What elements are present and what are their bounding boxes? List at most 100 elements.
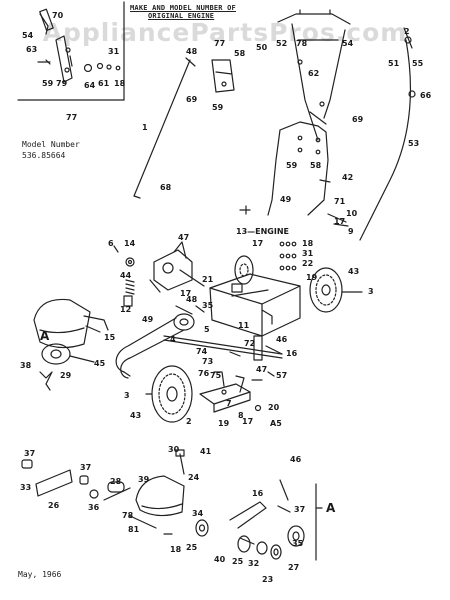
part-label: 37: [80, 463, 92, 472]
part-label: 30: [168, 445, 180, 454]
part-label: 16: [286, 349, 298, 358]
part-label: 68: [160, 183, 172, 192]
lower-detail-separator: [315, 483, 323, 561]
section-mark-a-upper: A: [40, 329, 50, 343]
part-label: 42: [342, 173, 354, 182]
part-label: 18: [302, 239, 314, 248]
part-label: 37: [24, 449, 36, 458]
part-label: 58: [234, 49, 246, 58]
section-mark-a5: A5: [270, 419, 282, 428]
part-label: 61: [98, 79, 110, 88]
part-label: 66: [420, 91, 432, 100]
part-label: 70: [52, 11, 64, 20]
part-label: 76: [198, 369, 210, 378]
part-label: 29: [60, 371, 72, 380]
part-label: 73: [202, 357, 214, 366]
part-label: 71: [334, 197, 346, 206]
part-label: 20: [268, 403, 280, 412]
part-label: 3: [124, 391, 130, 400]
part-label: 18: [170, 545, 182, 554]
part-label: 12: [120, 305, 132, 314]
return-spring: [39, 371, 53, 391]
part-label: 31: [108, 47, 120, 56]
part-label: 51: [388, 59, 400, 68]
part-label: 31: [302, 249, 314, 258]
part-label: 9: [348, 227, 354, 236]
rear-wheel-left: [234, 255, 254, 285]
drive-belt: [115, 317, 185, 379]
part-label: 49: [142, 315, 154, 324]
part-label: 4: [170, 335, 176, 344]
part-label: 41: [200, 447, 212, 456]
model-number-block: Model Number 536.85664: [22, 140, 80, 162]
engine-header-line2: ORIGINAL ENGINE: [148, 12, 215, 21]
part-label: 77: [214, 39, 226, 48]
part-label: 36: [88, 503, 100, 512]
part-label: 47: [256, 365, 268, 374]
part-label: 48: [186, 47, 198, 56]
blade-assembly-parts: [21, 459, 131, 501]
part-label: 64: [84, 81, 96, 90]
part-label: 78: [122, 511, 134, 520]
handle-lower: [267, 121, 331, 216]
part-label: 34: [192, 509, 204, 518]
part-label: 69: [352, 115, 364, 124]
blade-guard: [33, 298, 109, 365]
throttle-rod: [133, 57, 196, 199]
part-label: 40: [214, 555, 226, 564]
part-label: 33: [20, 483, 32, 492]
handle-upper: [277, 9, 351, 141]
part-label: 47: [178, 233, 190, 242]
part-label: 10: [346, 209, 358, 218]
part-label: 21: [202, 275, 214, 284]
lower-blade-guard: [129, 475, 185, 535]
part-label: 55: [412, 59, 424, 68]
part-label: 27: [288, 563, 300, 572]
part-label: 35: [292, 539, 304, 548]
engine-hardware: [279, 241, 297, 271]
part-label: 25: [232, 557, 244, 566]
part-label: 14: [124, 239, 136, 248]
part-label: 39: [138, 475, 150, 484]
part-label: 17: [252, 239, 264, 248]
control-cable: [359, 27, 416, 241]
handle-fasteners: [239, 205, 349, 227]
part-label: 17: [180, 289, 192, 298]
height-adjuster: [253, 335, 283, 377]
detail-inset-box: [17, 1, 125, 101]
part-label: 32: [248, 559, 260, 568]
gearbox-housing: [149, 241, 205, 293]
blade-bolt: [175, 449, 185, 475]
front-wheel: [145, 365, 193, 423]
part-label: 46: [276, 335, 288, 344]
model-number-value: 536.85664: [22, 150, 66, 160]
part-label: 72: [244, 339, 256, 348]
part-label: 44: [120, 271, 132, 280]
part-label: 23: [262, 575, 274, 584]
part-label: 24: [188, 473, 200, 482]
spindle-parts: [195, 479, 305, 560]
part-label: 69: [186, 95, 198, 104]
drive-pulley: [173, 305, 205, 331]
part-label: 77: [66, 113, 78, 122]
part-label: 17: [242, 417, 254, 426]
part-label: 28: [110, 477, 122, 486]
part-label: 79: [56, 79, 68, 88]
part-label: 43: [130, 411, 142, 420]
part-label: 25: [186, 543, 198, 552]
part-label: 38: [20, 361, 32, 370]
part-label: 74: [196, 347, 208, 356]
engine-header-line1: MAKE AND MODEL NUMBER OF: [130, 4, 236, 12]
part-label: 81: [128, 525, 140, 534]
rear-wheel-right: [309, 267, 363, 313]
section-mark-a-lower: A: [326, 501, 336, 515]
part-label: 59: [286, 161, 298, 170]
part-label: 43: [348, 267, 360, 276]
spring-and-nut-parts: [113, 245, 135, 307]
lever-assembly-detail: [37, 8, 121, 83]
part-label: 50: [256, 43, 268, 52]
engine-header: MAKE AND MODEL NUMBER OF ORIGINAL ENGINE: [130, 4, 236, 20]
part-label: 19: [218, 419, 230, 428]
